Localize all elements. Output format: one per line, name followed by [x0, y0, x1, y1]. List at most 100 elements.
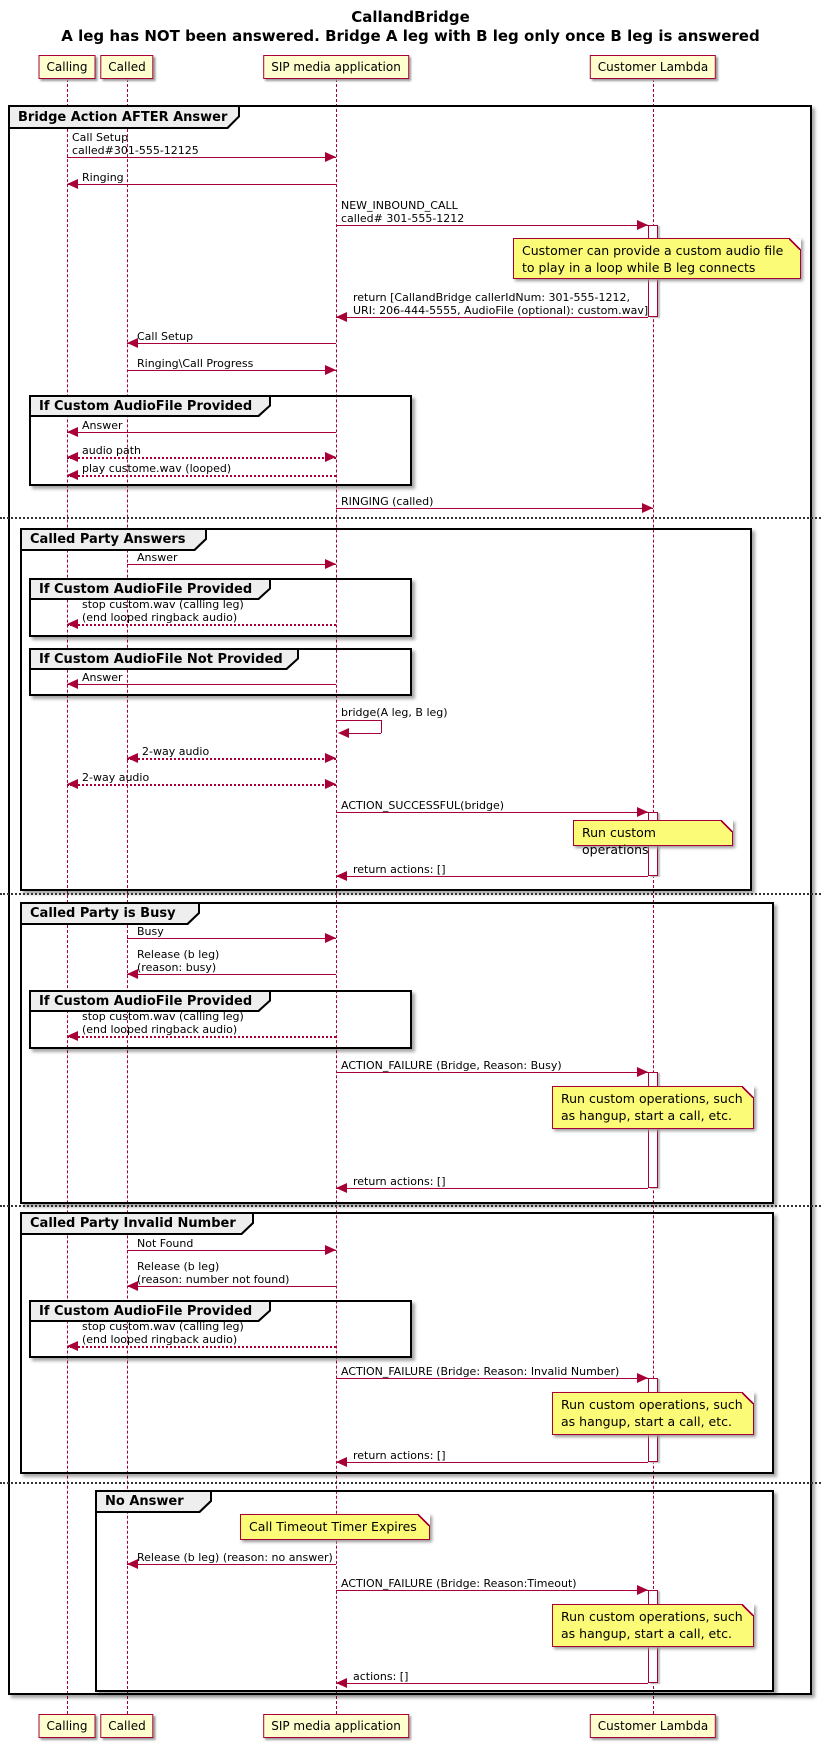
arrowhead-right-icon — [642, 503, 653, 513]
arrowhead-left-icon — [67, 779, 78, 789]
frame-called-party-answers-label: Called Party Answers — [22, 530, 205, 549]
msg-return-actions-3-label: return actions: [] — [353, 1449, 446, 1462]
lifeline-sip — [336, 79, 337, 1714]
msg-answer3-line — [67, 684, 336, 685]
frame-called-party-busy: Called Party is Busy — [20, 902, 774, 1204]
msg-new-inbound-label-1: NEW_INBOUND_CALL — [341, 199, 458, 212]
msg-return-actions-2-line — [336, 1188, 648, 1189]
arrowhead-left-icon — [67, 679, 78, 689]
msg-new-inbound-line — [336, 225, 648, 226]
arrowhead-left-icon — [336, 312, 347, 322]
frame-if-audiofile-4-label: If Custom AudioFile Provided — [31, 1302, 269, 1320]
msg-call-setup-b-label: Call Setup — [137, 330, 194, 343]
note-run-custom-ops-2-line-2: as hangup, start a call, etc. — [561, 1108, 732, 1123]
msg-return-actions-1-label: return actions: [] — [353, 863, 446, 876]
arrowhead-right-icon — [325, 452, 336, 462]
arrowhead-left-icon — [127, 753, 138, 763]
msg-stop-custom-label-1: stop custom.wav (calling leg) — [82, 598, 244, 611]
frame-if-not-provided: If Custom AudioFile Not Provided — [29, 648, 412, 696]
frame-no-answer: No Answer — [95, 1490, 774, 1692]
lifeline-calling — [67, 79, 68, 1714]
frame-if-audiofile-2-tab: If Custom AudioFile Provided — [31, 580, 271, 600]
note-fold-icon — [789, 238, 801, 250]
arrowhead-right-icon — [637, 1373, 648, 1383]
note-run-custom-ops-4-line-2: as hangup, start a call, etc. — [561, 1626, 732, 1641]
msg-release-busy-line — [127, 974, 336, 975]
frame-called-party-busy-tab: Called Party is Busy — [22, 904, 200, 925]
participant-lambda-top: Customer Lambda — [589, 55, 717, 79]
note-call-timeout-line: Call Timeout Timer Expires — [249, 1519, 417, 1534]
msg-answer-label: Answer — [82, 419, 123, 432]
arrowhead-right-icon — [325, 559, 336, 569]
msg-action-failure-busy-label: ACTION_FAILURE (Bridge, Reason: Busy) — [341, 1059, 562, 1072]
arrowhead-left-icon — [67, 452, 78, 462]
msg-not-found-line — [127, 1250, 336, 1251]
frame-if-not-provided-tab: If Custom AudioFile Not Provided — [31, 650, 299, 670]
frame-if-audiofile-3-label: If Custom AudioFile Provided — [31, 992, 269, 1010]
note-fold-icon — [418, 1514, 430, 1526]
frame-if-audiofile-2: If Custom AudioFile Provided — [29, 578, 412, 637]
msg-stop-custom3-label-1: stop custom.wav (calling leg) — [82, 1320, 244, 1333]
msg-stop-custom2-label-1: stop custom.wav (calling leg) — [82, 1010, 244, 1023]
msg-audio-path-line — [67, 457, 336, 459]
note-run-custom-ops-3: Run custom operations, such as hangup, s… — [552, 1392, 754, 1435]
diagram-title: CallandBridge — [351, 8, 470, 26]
participant-called-top: Called — [100, 55, 154, 79]
arrowhead-right-icon — [637, 1067, 648, 1077]
msg-ringing-called-line — [336, 508, 653, 509]
page-divider — [0, 1482, 821, 1484]
msg-bridge-self-line-top — [336, 720, 381, 721]
msg-action-failure-invalid-line — [336, 1378, 648, 1379]
activation-lambda-3 — [648, 1072, 658, 1188]
msg-release-busy-label-2: (reason: busy) — [137, 961, 217, 974]
page-divider — [0, 893, 821, 895]
frame-if-audiofile-1-tab: If Custom AudioFile Provided — [31, 397, 271, 417]
msg-call-setup-label-2: called#301-555-12125 — [72, 144, 199, 157]
msg-return-actions-3-line — [336, 1462, 648, 1463]
frame-if-not-provided-label: If Custom AudioFile Not Provided — [31, 650, 297, 668]
lifeline-lambda — [653, 79, 654, 1714]
msg-return-actions-1-line — [336, 876, 648, 877]
participant-called-bottom: Called — [100, 1714, 154, 1738]
frame-bridge-action-tab: Bridge Action AFTER Answer — [10, 107, 240, 129]
msg-call-setup-line — [67, 157, 336, 158]
note-run-custom-ops-3-line-2: as hangup, start a call, etc. — [561, 1414, 732, 1429]
diagram-subtitle: A leg has NOT been answered. Bridge A le… — [61, 27, 760, 45]
frame-no-answer-tab: No Answer — [97, 1492, 212, 1513]
arrowhead-left-icon — [127, 338, 138, 348]
msg-release-noanswer-line — [127, 1564, 336, 1565]
msg-play-custom-line — [67, 475, 336, 477]
msg-return-actions-2-label: return actions: [] — [353, 1175, 446, 1188]
msg-action-failure-busy-line — [336, 1072, 648, 1073]
frame-bridge-action-label: Bridge Action AFTER Answer — [10, 107, 238, 127]
arrowhead-left-icon — [67, 470, 78, 480]
arrowhead-right-icon — [637, 807, 648, 817]
msg-return-bridge-label-1: return [CallandBridge callerIdNum: 301-5… — [353, 291, 630, 304]
msg-release-notfound-label-1: Release (b leg) — [137, 1260, 220, 1273]
frame-invalid-number-label: Called Party Invalid Number — [22, 1214, 252, 1233]
arrowhead-left-icon — [336, 871, 347, 881]
frame-if-audiofile-3-tab: If Custom AudioFile Provided — [31, 992, 271, 1012]
msg-release-busy-label-1: Release (b leg) — [137, 948, 220, 961]
arrowhead-left-icon — [67, 1031, 78, 1041]
arrowhead-left-icon — [338, 728, 349, 738]
msg-release-notfound-line — [127, 1286, 336, 1287]
arrowhead-right-icon — [325, 152, 336, 162]
msg-2way-audio-1-label: 2-way audio — [142, 745, 210, 758]
frame-invalid-number-tab: Called Party Invalid Number — [22, 1214, 254, 1235]
arrowhead-right-icon — [637, 1585, 648, 1595]
msg-audio-path-label: audio path — [82, 444, 141, 457]
page-divider — [0, 1205, 821, 1207]
msg-action-failure-timeout-label: ACTION_FAILURE (Bridge: Reason:Timeout) — [341, 1577, 577, 1590]
msg-return-bridge-line — [336, 317, 648, 318]
arrowhead-left-icon — [67, 427, 78, 437]
note-run-custom-ops-2-line-1: Run custom operations, such — [561, 1091, 743, 1106]
msg-ringing-called-label: RINGING (called) — [341, 495, 434, 508]
msg-call-setup-label-1: Call Setup — [72, 131, 129, 144]
msg-bridge-self-line-bottom — [349, 733, 381, 734]
msg-stop-custom2-line — [67, 1036, 336, 1038]
frame-if-audiofile-4: If Custom AudioFile Provided — [29, 1300, 412, 1358]
msg-busy-line — [127, 938, 336, 939]
msg-ringing-line — [67, 184, 336, 185]
